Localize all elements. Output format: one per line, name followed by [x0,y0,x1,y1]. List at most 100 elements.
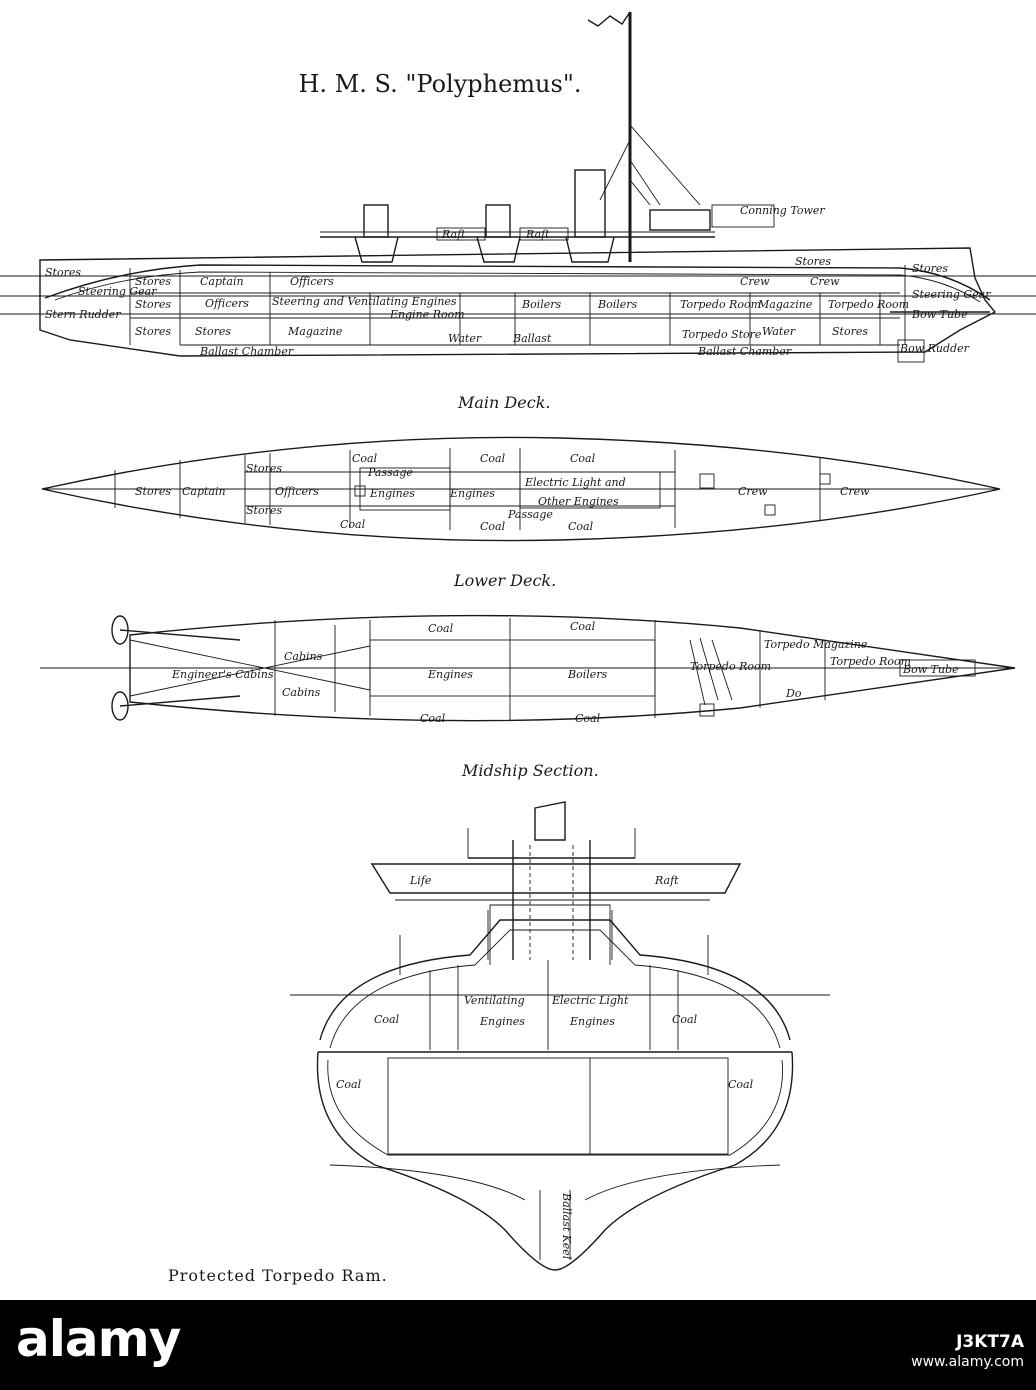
ld-engineer-cabins: Engineer's Cabins [171,668,274,681]
lbl-bow-tube: Bow Tube [911,308,968,321]
md-stores-s1: Stores [246,462,282,475]
mid-electric-engines: Engines [569,1015,615,1028]
plate: H. M. S. "Polyphemus". [0,11,1036,1285]
md-officers: Officers [275,485,319,498]
lbl-torpedo-store: Torpedo Store [682,328,762,341]
lbl-boilers-1: Boilers [521,298,562,311]
lbl-stores-aft-2: Stores [135,298,171,311]
raft-b [519,227,569,241]
lbl-stores-bow-top: Stores [912,262,948,275]
lbl-steering-vent: Steering and Ventilating Engines [272,295,457,308]
lbl-engine-room: Engine Room [389,308,465,321]
md-electric: Electric Light and [524,476,626,489]
conning-tower [711,204,775,228]
mid-coal-1: Coal [374,1013,400,1026]
lbl-stores-low: Stores [195,325,231,338]
lbl-water-2: Water [762,325,796,338]
flag [587,11,631,27]
heading-main-deck: Main Deck. [457,393,550,412]
mid-ballast-keel: Ballast Keel [560,1192,573,1260]
bow-rudder [897,339,925,363]
lbl-steering-gear-bow: Steering Gear [912,288,991,301]
md-coal-3: Coal [570,452,596,465]
lbl-stores-aft-3: Stores [135,325,171,338]
watermark-bar: alamy J3KT7A www.alamy.com [0,1300,1036,1390]
lbl-raft-a: Raft [441,228,466,241]
image-id: J3KT7A [956,1332,1024,1352]
lbl-crew-2: Crew [810,275,840,288]
lbl-bow-rudder: Bow Rudder [899,342,970,355]
mid-coal-4: Coal [728,1078,754,1091]
md-coal-6: Coal [568,520,594,533]
heading-midship: Midship Section. [461,761,599,780]
ld-cabins-1: Cabins [284,650,323,663]
ld-coal-3: Coal [420,712,446,725]
lbl-stores-aft-top: Stores [45,266,81,279]
ld-torpedo-magazine: Torpedo Magazine [764,638,868,651]
md-crew-1: Crew [738,485,768,498]
lower-deck-plan: Coal Coal Coal Coal Cabins Cabins Engine… [40,614,1016,725]
md-engines-1: Engines [369,487,415,500]
md-stores-s2: Stores [246,504,282,517]
lbl-ballast-chamber-aft: Ballast Chamber [199,345,294,358]
raft-a [436,227,486,241]
ld-bow-tube: Bow Tube [902,663,959,676]
heading-lower-deck: Lower Deck. [453,571,556,590]
midship-section: Life Raft Coal Coal Coal Coal Ventilatin… [290,801,830,1271]
ld-cabins-2: Cabins [282,686,321,699]
plan-title: H. M. S. "Polyphemus". [299,70,582,98]
ship-plans: H. M. S. "Polyphemus". [0,11,1036,1285]
ld-ditto: Do [785,687,802,700]
md-coal-2: Coal [480,452,506,465]
lbl-steering-gear-aft: Steering Gear [78,285,157,298]
lower-deck-outline [129,614,1016,722]
ld-torpedo-room-1: Torpedo Room [690,660,771,673]
profile-elevation: Conning Tower Raft Raft Stores Stores Ca… [0,11,1036,363]
md-other-engines: Other Engines [538,495,619,508]
md-coal-4: Coal [340,518,366,531]
lbl-ballast-mid: Ballast [512,332,552,345]
lbl-ballast-chamber-fwd: Ballast Chamber [697,345,792,358]
md-coal-5: Coal [480,520,506,533]
alamy-logo: alamy [16,1310,181,1368]
lbl-boilers-2: Boilers [597,298,638,311]
mid-coal-2: Coal [672,1013,698,1026]
lbl-officers-top: Officers [290,275,334,288]
lbl-water-1: Water [448,332,482,345]
md-passage-1: Passage [367,466,413,479]
lbl-captain: Captain [200,275,244,288]
mid-ventilating: Ventilating [464,994,525,1007]
mid-raft: Raft [654,874,679,887]
lbl-magazine-fwd: Magazine [757,298,813,311]
image-reference: J3KT7A www.alamy.com [911,1332,1024,1370]
md-passage-2: Passage [507,508,553,521]
md-coal-1: Coal [352,452,378,465]
md-captain: Captain [182,485,226,498]
md-engines-2: Engines [449,487,495,500]
mid-ventilating-engines: Engines [479,1015,525,1028]
mid-coal-3: Coal [336,1078,362,1091]
lbl-stores-fwd-deck: Stores [135,275,171,288]
plan-caption: Protected Torpedo Ram. [168,1266,388,1285]
life-raft [370,863,742,894]
midship-upper-hull [319,919,791,1041]
main-deck-plan: Coal Coal Coal Coal Coal Coal Passage Pa… [41,436,1001,542]
lbl-officers-mid: Officers [205,297,249,310]
ld-engines: Engines [427,668,473,681]
ld-coal-1: Coal [428,622,454,635]
ld-torpedo-room-2: Torpedo Room [830,655,911,668]
lbl-crew-1: Crew [740,275,770,288]
lbl-magazine-aft: Magazine [287,325,343,338]
mid-electric: Electric Light [551,994,629,1007]
lbl-conning: Conning Tower [740,204,825,217]
midship-funnel [534,801,566,841]
md-crew-2: Crew [840,485,870,498]
lbl-torpedo-room-2: Torpedo Room [828,298,909,311]
mid-life: Life [409,874,432,887]
lbl-raft-b: Raft [525,228,550,241]
lbl-stores-bow-low: Stores [832,325,868,338]
funnel [574,169,606,238]
ld-coal-4: Coal [575,712,601,725]
site-url: www.alamy.com [911,1354,1024,1370]
lbl-stern-rudder: Stern Rudder [45,308,121,321]
